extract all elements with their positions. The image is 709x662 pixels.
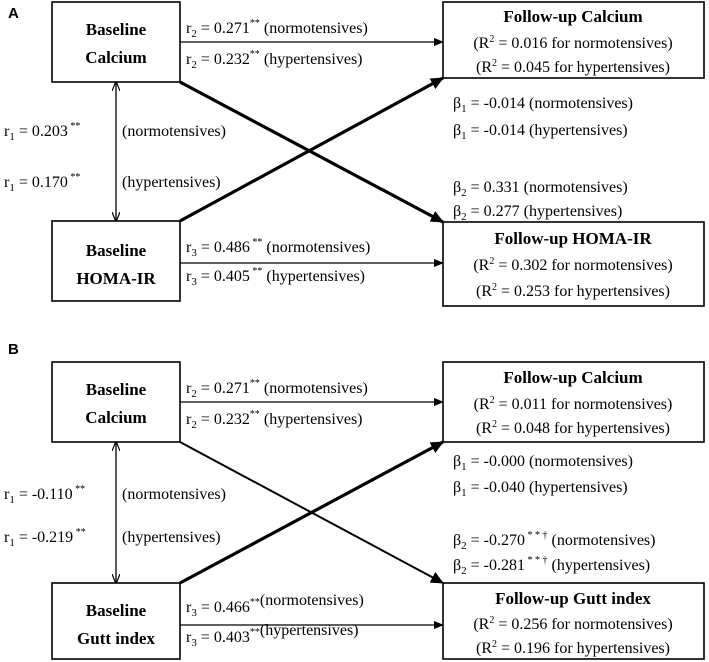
arrow-beta1 [179,76,444,223]
baseline-calcium-box [51,361,181,443]
r3-hypertensives-label: r3 = 0.403**(hypertensives) [186,622,359,649]
panel-b: B Baseline Calcium Baseline Gutt index F… [4,341,705,660]
beta1-hypertensives-label: β1 = -0.014 (hypertensives) [453,122,628,142]
followup-calcium-r2-hyp: (R2 = 0.048 for hypertensives) [476,419,670,437]
r3-normotensives-label: r3 = 0.486 ** (normotensives) [186,237,370,259]
panel-a: A Baseline Calcium Baseline HOMA-IR Foll… [4,1,705,307]
r1-normotensives-group: (normotensives) [122,486,226,503]
r3-hypertensives-label: r3 = 0.405 ** (hypertensives) [186,266,365,288]
followup-calcium-r2-norm: (R2 = 0.011 for normotensives) [474,395,673,413]
r1-hypertensives-value: r1 = 0.170 ** [4,172,80,194]
followup-calcium-box [442,361,705,443]
r2-normotensives-label: r2 = 0.271** (normotensives) [186,378,368,400]
followup-homa-box [442,221,705,307]
baseline-homa-box [51,220,181,302]
followup-calcium-box [442,1,705,79]
followup-gutt-box [442,582,705,660]
arrow-beta2 [179,80,444,224]
baseline-gutt-line1: Baseline [86,601,147,620]
beta2-hypertensives-label: β2 = 0.277 (hypertensives) [453,203,622,223]
baseline-calcium-line2: Calcium [85,408,146,427]
followup-homa-r2-hyp: (R2 = 0.253 for hypertensives) [476,282,670,300]
r1-normotensives-value: r1 = 0.203 ** [4,121,80,143]
beta1-hypertensives-label: β1 = -0.040 (hypertensives) [453,479,628,499]
baseline-gutt-box [51,582,181,660]
baseline-calcium-line1: Baseline [86,380,147,399]
followup-calcium-title: Follow-up Calcium [503,368,642,387]
r2-normotensives-label: r2 = 0.271** (normotensives) [186,18,368,40]
followup-homa-title: Follow-up HOMA-IR [494,229,652,248]
panel-label: B [8,341,19,358]
baseline-calcium-line1: Baseline [86,20,147,39]
baseline-calcium-box [51,1,181,83]
beta2-normotensives-label: β2 = -0.270 * * † (normotensives) [453,530,655,552]
followup-gutt-title: Follow-up Gutt index [495,589,651,608]
r2-hypertensives-label: r2 = 0.232** (hypertensives) [186,49,363,71]
followup-gutt-r2-norm: (R2 = 0.256 for normotensives) [473,615,672,633]
r1-hypertensives-group: (hypertensives) [122,174,221,191]
beta1-normotensives-label: β1 = -0.000 (normotensives) [453,453,633,473]
beta2-hypertensives-label: β2 = -0.281 * * † (hypertensives) [453,555,650,577]
panel-label: A [8,5,19,22]
followup-gutt-r2-hyp: (R2 = 0.196 for hypertensives) [476,639,670,657]
baseline-homa-line1: Baseline [86,241,147,260]
arrow-beta1 [179,440,444,585]
r2-hypertensives-label: r2 = 0.232** (hypertensives) [186,409,363,431]
baseline-calcium-line2: Calcium [85,48,146,67]
beta2-normotensives-label: β2 = 0.331 (normotensives) [453,179,628,199]
followup-calcium-title: Follow-up Calcium [503,7,642,26]
beta1-normotensives-label: β1 = -0.014 (normotensives) [453,95,633,115]
followup-calcium-r2-hyp: (R2 = 0.045 for hypertensives) [476,58,670,76]
r1-hypertensives-group: (hypertensives) [122,529,221,546]
followup-homa-r2-norm: (R2 = 0.302 for normotensives) [473,256,672,274]
r3-normotensives-label: r3 = 0.466**(normotensives) [186,592,364,619]
baseline-gutt-line2: Gutt index [77,629,155,648]
r1-normotensives-group: (normotensives) [122,123,226,140]
followup-calcium-r2-norm: (R2 = 0.016 for normotensives) [473,34,672,52]
r1-normotensives-value: r1 = -0.110 ** [4,484,85,506]
r1-hypertensives-value: r1 = -0.219 ** [4,527,86,549]
baseline-homa-line2: HOMA-IR [76,269,156,288]
